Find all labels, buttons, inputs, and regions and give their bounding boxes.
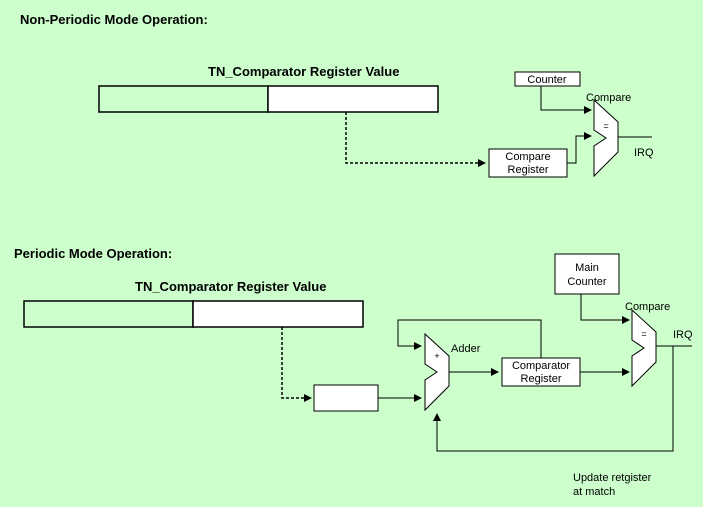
periodic-title: Periodic Mode Operation: xyxy=(14,246,172,261)
non-periodic-counter-box xyxy=(514,71,581,87)
non-periodic-register-right-field xyxy=(267,85,439,113)
periodic-main-counter-line2: Counter xyxy=(567,276,606,288)
non-periodic-compare-register-box xyxy=(488,148,568,178)
non-periodic-compare-register-line2: Register xyxy=(508,164,549,176)
periodic-irq-label: IRQ xyxy=(673,329,693,341)
periodic-update-line2: at match xyxy=(573,486,615,498)
non-periodic-comparator-shape xyxy=(593,98,619,178)
periodic-comparator-register-line1: Comparator xyxy=(512,360,570,372)
non-periodic-title: Non-Periodic Mode Operation: xyxy=(20,12,208,27)
periodic-register-label: TN_Comparator Register Value xyxy=(135,279,326,294)
non-periodic-counter-line xyxy=(540,86,592,114)
non-periodic-compare-register-line1: Compare xyxy=(505,151,550,163)
periodic-register-right-field xyxy=(192,300,364,328)
periodic-adder-label: Adder xyxy=(451,343,481,355)
non-periodic-register-label: TN_Comparator Register Value xyxy=(208,64,399,79)
periodic-adder-plus-sign: + xyxy=(434,351,439,361)
non-periodic-irq-label: IRQ xyxy=(634,147,654,159)
periodic-update-feedback-line xyxy=(433,346,674,452)
non-periodic-register-left-field xyxy=(98,85,269,113)
periodic-main-counter-line xyxy=(580,294,630,324)
periodic-adder-shape xyxy=(424,332,450,412)
non-periodic-equals-sign: = xyxy=(603,121,608,131)
non-periodic-compare-label: Compare xyxy=(586,92,631,104)
non-periodic-section: Non-Periodic Mode Operation: TN_Comparat… xyxy=(20,12,654,178)
periodic-compare-label: Compare xyxy=(625,301,670,313)
periodic-comparator-shape xyxy=(631,308,657,388)
periodic-update-line1: Update retgister xyxy=(573,472,652,484)
periodic-value-box xyxy=(313,384,379,412)
periodic-main-counter-line1: Main xyxy=(575,262,599,274)
non-periodic-dotted-arrow xyxy=(345,112,486,167)
periodic-adder-feedback-line xyxy=(397,319,542,358)
periodic-dotted-arrow xyxy=(281,327,312,402)
non-periodic-register-to-comparator-line xyxy=(567,132,592,164)
periodic-register-left-field xyxy=(23,300,194,328)
non-periodic-counter-label: Counter xyxy=(527,74,566,86)
periodic-main-counter-box xyxy=(554,253,620,295)
periodic-comparator-register-line2: Register xyxy=(521,373,562,385)
periodic-comparator-register-box xyxy=(501,357,581,387)
periodic-equals-sign: = xyxy=(641,329,646,339)
periodic-section: Periodic Mode Operation: TN_Comparator R… xyxy=(14,246,693,498)
